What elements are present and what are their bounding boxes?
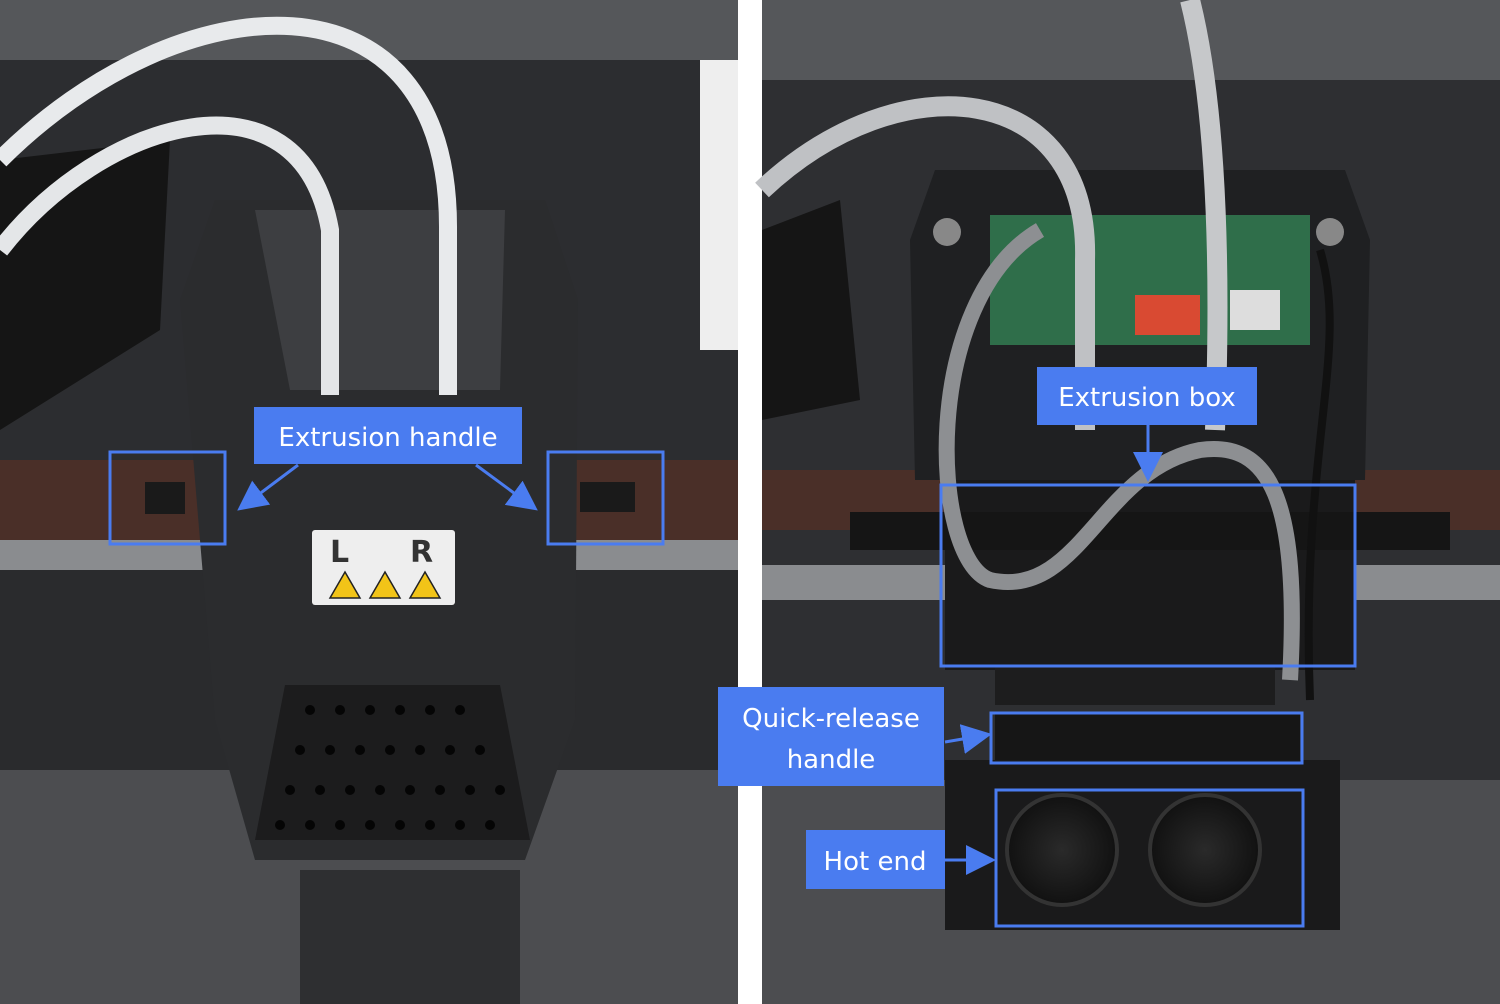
svg-text:Hot end: Hot end <box>824 847 927 877</box>
vent-grille <box>255 685 530 840</box>
warning-sticker: L R <box>312 530 455 605</box>
extrusion-box-highlight <box>939 483 1357 668</box>
svg-text:Extrusion box: Extrusion box <box>1058 383 1236 413</box>
warning-icon <box>328 570 362 599</box>
svg-text:Extrusion handle: Extrusion handle <box>278 423 497 453</box>
handle-right-highlight <box>546 450 665 546</box>
right-photo: Extrusion box Quick-release handle Hot e… <box>700 0 1500 1004</box>
arrow-icon <box>475 463 538 511</box>
filament-tube <box>0 16 458 395</box>
hot-end-highlight <box>994 788 1305 928</box>
svg-text:L: L <box>330 535 349 570</box>
extrusion-box-label: Extrusion box <box>1037 367 1257 425</box>
arrow-icon <box>944 724 992 754</box>
fan-icon <box>1148 793 1262 907</box>
hot-surface-icon <box>368 570 402 599</box>
hot-end-label: Hot end <box>806 830 945 889</box>
extrusion-handle-label: Extrusion handle <box>254 407 522 464</box>
filament-tube <box>755 96 1096 430</box>
svg-text:handle: handle <box>787 745 876 775</box>
pinch-hazard-icon <box>408 570 442 599</box>
fan-icon <box>1005 793 1119 907</box>
svg-text:Quick-release: Quick-release <box>742 704 920 734</box>
handle-left-highlight <box>108 450 227 546</box>
panel-divider <box>738 0 762 1004</box>
quick-release-handle-label: Quick-release handle <box>718 687 944 786</box>
svg-text:R: R <box>410 535 433 570</box>
filament-tube <box>0 116 339 395</box>
arrow-icon <box>237 463 299 511</box>
left-photo: L R Extrusion handle <box>0 0 738 1004</box>
